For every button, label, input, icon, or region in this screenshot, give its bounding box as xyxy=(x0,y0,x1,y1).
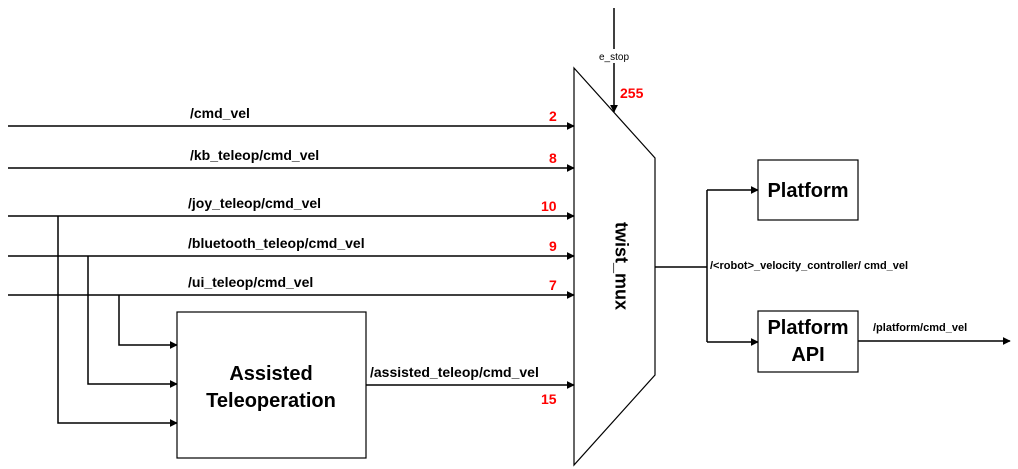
twist-mux-block xyxy=(573,66,656,467)
input-topic-ui-teleop: /ui_teleop/cmd_vel xyxy=(188,274,313,290)
assisted-teleoperation-title-line2: Teleoperation xyxy=(206,390,336,412)
input-priority-joy-teleop: 10 xyxy=(541,198,557,214)
platform-box xyxy=(757,159,859,221)
assisted-output-priority: 15 xyxy=(541,391,557,407)
platform-title: Platform xyxy=(767,180,848,202)
input-topic-cmd-vel: /cmd_vel xyxy=(190,105,250,121)
assisted-output-topic: /assisted_teleop/cmd_vel xyxy=(370,364,539,380)
input-topic-kb-teleop: /kb_teleop/cmd_vel xyxy=(190,147,319,163)
estop-label: e_stop xyxy=(599,52,629,63)
platform-api-title-line1: Platform xyxy=(767,317,848,339)
platform-api-title-line2: API xyxy=(791,344,824,366)
branch-bluetooth-to-assisted xyxy=(87,256,178,388)
mux-output-topic: /<robot>_velocity_controller/ cmd_vel xyxy=(710,260,908,272)
estop-priority: 255 xyxy=(620,85,644,101)
platform-api-output-topic: /platform/cmd_vel xyxy=(873,322,967,334)
input-topic-joy-teleop: /joy_teleop/cmd_vel xyxy=(188,195,321,211)
twist-mux-label: twist_mux xyxy=(611,222,631,310)
assisted-teleoperation-title-line1: Assisted xyxy=(229,363,312,385)
input-priority-bluetooth-teleop: 9 xyxy=(549,238,557,254)
input-priority-kb-teleop: 8 xyxy=(549,150,557,166)
input-topic-bluetooth-teleop: /bluetooth_teleop/cmd_vel xyxy=(188,235,365,251)
assisted-teleoperation-box xyxy=(176,311,367,459)
branch-joy-to-assisted xyxy=(57,216,178,427)
estop-label-bg xyxy=(592,49,636,63)
input-priority-cmd-vel: 2 xyxy=(549,108,557,124)
branch-ui-to-assisted xyxy=(118,295,178,349)
input-priority-ui-teleop: 7 xyxy=(549,277,557,293)
